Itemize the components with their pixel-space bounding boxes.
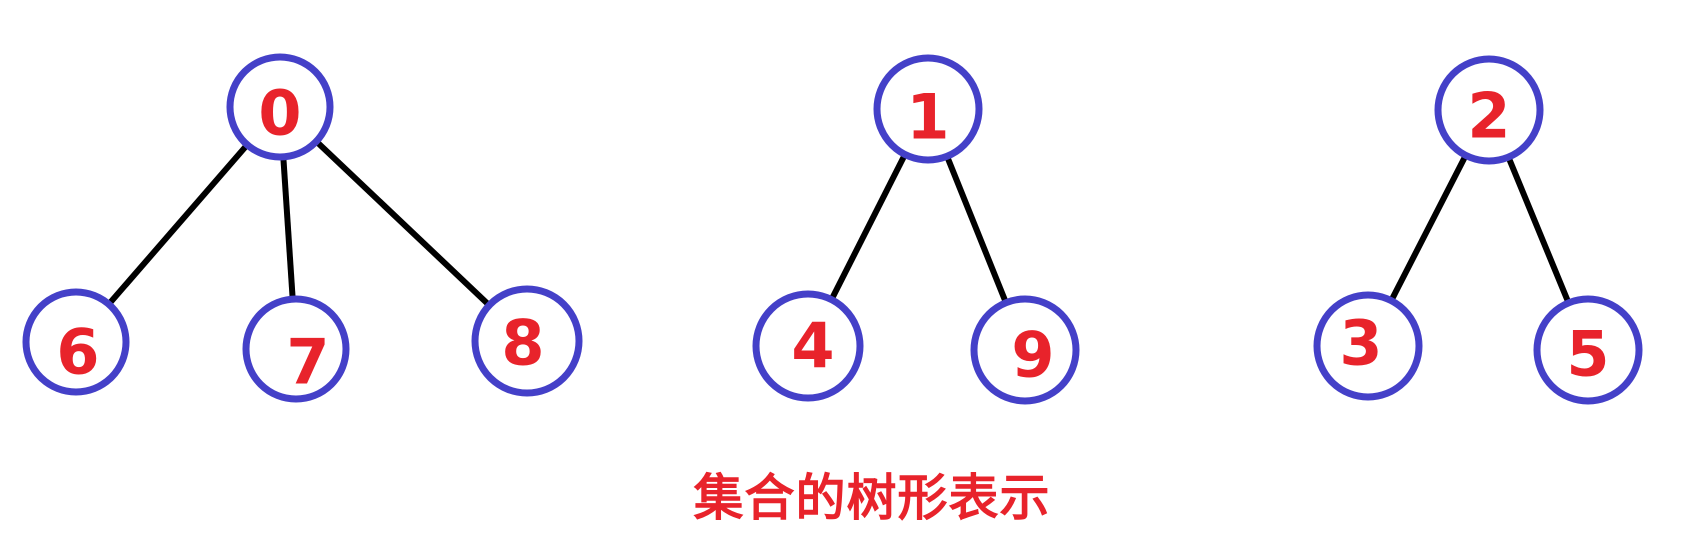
node-circle-9 — [970, 295, 1080, 405]
node-circle-1 — [873, 54, 983, 164]
node-circle-3 — [1313, 291, 1423, 401]
figure-caption: 集合的树形表示 — [693, 469, 1051, 527]
node-label-5: 5 — [1566, 318, 1609, 391]
node-label-6: 6 — [56, 316, 99, 389]
node-circle-0 — [226, 53, 334, 161]
node-circle-6 — [22, 288, 130, 396]
node-label-7: 7 — [286, 326, 329, 399]
node-label-0: 0 — [258, 77, 301, 150]
node-circle-4 — [752, 290, 864, 402]
node-label-4: 4 — [791, 310, 834, 383]
node-label-8: 8 — [501, 307, 544, 380]
node-label-9: 9 — [1011, 319, 1054, 392]
node-circle-5 — [1533, 295, 1643, 405]
node-circle-7 — [242, 295, 350, 403]
edge-line-0-8 — [277, 104, 530, 344]
node-circle-2 — [1434, 55, 1544, 165]
node-circle-8 — [471, 285, 583, 397]
node-label-3: 3 — [1339, 307, 1382, 380]
node-label-2: 2 — [1467, 80, 1510, 153]
node-label-1: 1 — [906, 81, 949, 154]
